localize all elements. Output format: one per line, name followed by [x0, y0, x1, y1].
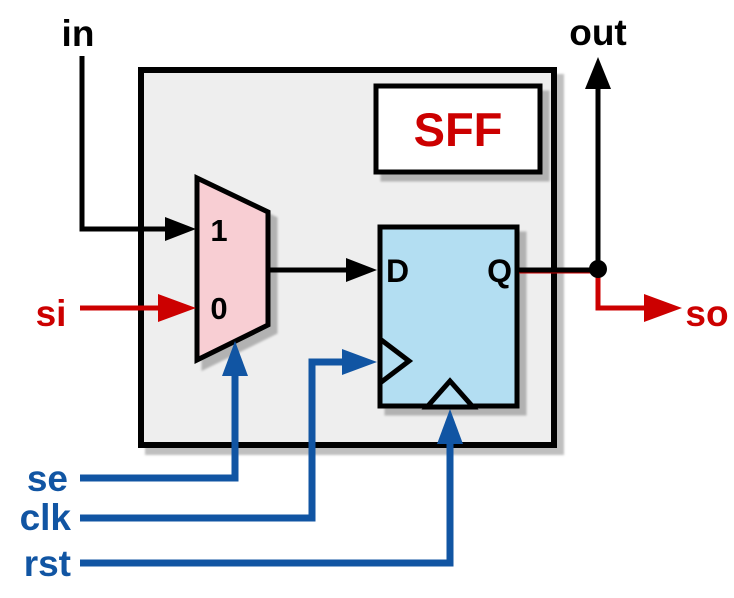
port-label-clk: clk: [20, 497, 72, 538]
in-arrowhead: [165, 217, 196, 241]
wire-junction-dot: [589, 260, 607, 278]
se-wire: [80, 370, 239, 482]
port-label-se: se: [27, 458, 68, 499]
mux-input-1-label: 1: [210, 213, 227, 248]
so-arrowhead: [644, 294, 682, 322]
port-label-out: out: [569, 12, 627, 53]
port-label-so: so: [685, 293, 728, 334]
flipflop-q-label: Q: [487, 253, 512, 289]
out-arrowhead: [585, 57, 611, 89]
module-label: SFF: [414, 103, 503, 156]
port-label-rst: rst: [24, 543, 71, 584]
rst-arrowhead: [437, 409, 463, 444]
rst-wire: [80, 438, 454, 567]
port-label-in: in: [62, 13, 95, 54]
clock-chevron-icon: [378, 337, 414, 385]
se-arrowhead: [222, 341, 248, 376]
mux-shape: [194, 174, 271, 365]
flipflop-d-label: D: [386, 253, 409, 289]
in-wire: [79, 56, 170, 232]
clk-arrowhead: [342, 349, 377, 375]
si-arrowhead: [158, 294, 196, 322]
reset-triangle-icon: [421, 377, 479, 410]
port-label-si: si: [36, 293, 67, 334]
mux-output-arrowhead: [346, 258, 377, 282]
mux-input-0-label: 0: [210, 291, 227, 326]
module-label-box: [373, 83, 543, 175]
clk-wire: [80, 358, 348, 522]
